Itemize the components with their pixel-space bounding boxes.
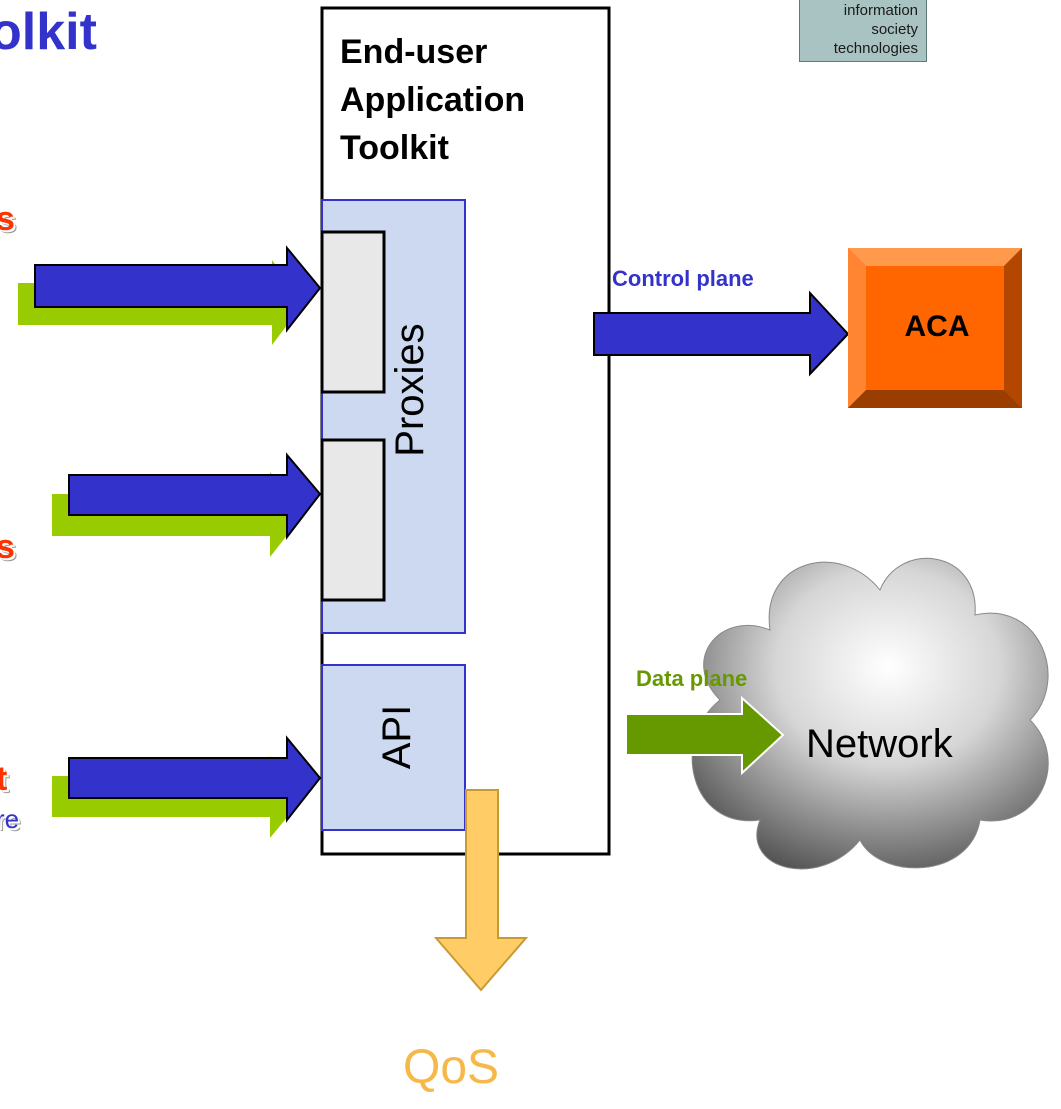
proxy-slot-2 bbox=[320, 438, 386, 602]
left-label-3: t bbox=[0, 760, 8, 798]
toolkit-title-line-1: End-user bbox=[340, 33, 488, 71]
network-label: Network bbox=[806, 722, 953, 766]
control-plane-arrow bbox=[593, 290, 850, 377]
page-title: olkit bbox=[0, 3, 97, 61]
proxy-slot-1 bbox=[320, 230, 386, 394]
aca-box bbox=[848, 248, 1022, 408]
left-label-2: s bbox=[0, 528, 15, 566]
toolkit-title-line-3: Toolkit bbox=[340, 129, 449, 167]
qos-label: QoS bbox=[403, 1041, 500, 1094]
aca-label: ACA bbox=[904, 310, 970, 343]
network-cloud bbox=[691, 557, 1049, 870]
logo-line-3: technologies bbox=[833, 40, 918, 57]
logo-line-2: society bbox=[871, 21, 918, 38]
left-label-4: re bbox=[0, 804, 20, 834]
logo-line-1: information bbox=[843, 2, 918, 19]
control-plane-label: Control plane bbox=[612, 266, 754, 291]
input-arrow-3 bbox=[52, 735, 322, 838]
qos-arrow bbox=[433, 789, 529, 992]
data-plane-label: Data plane bbox=[636, 666, 748, 691]
input-arrow-1 bbox=[18, 245, 322, 345]
left-label-1: s bbox=[0, 200, 15, 238]
api-label: API bbox=[375, 704, 419, 770]
data-plane-arrow bbox=[625, 695, 785, 776]
proxies-label: Proxies bbox=[388, 323, 432, 457]
toolkit-title-line-2: Application bbox=[340, 81, 526, 119]
toolkit-title: End-user Application Toolkit bbox=[340, 28, 525, 172]
input-arrow-2 bbox=[52, 452, 322, 557]
ist-logo: information society technologies bbox=[799, 0, 927, 62]
api-region bbox=[321, 664, 466, 831]
